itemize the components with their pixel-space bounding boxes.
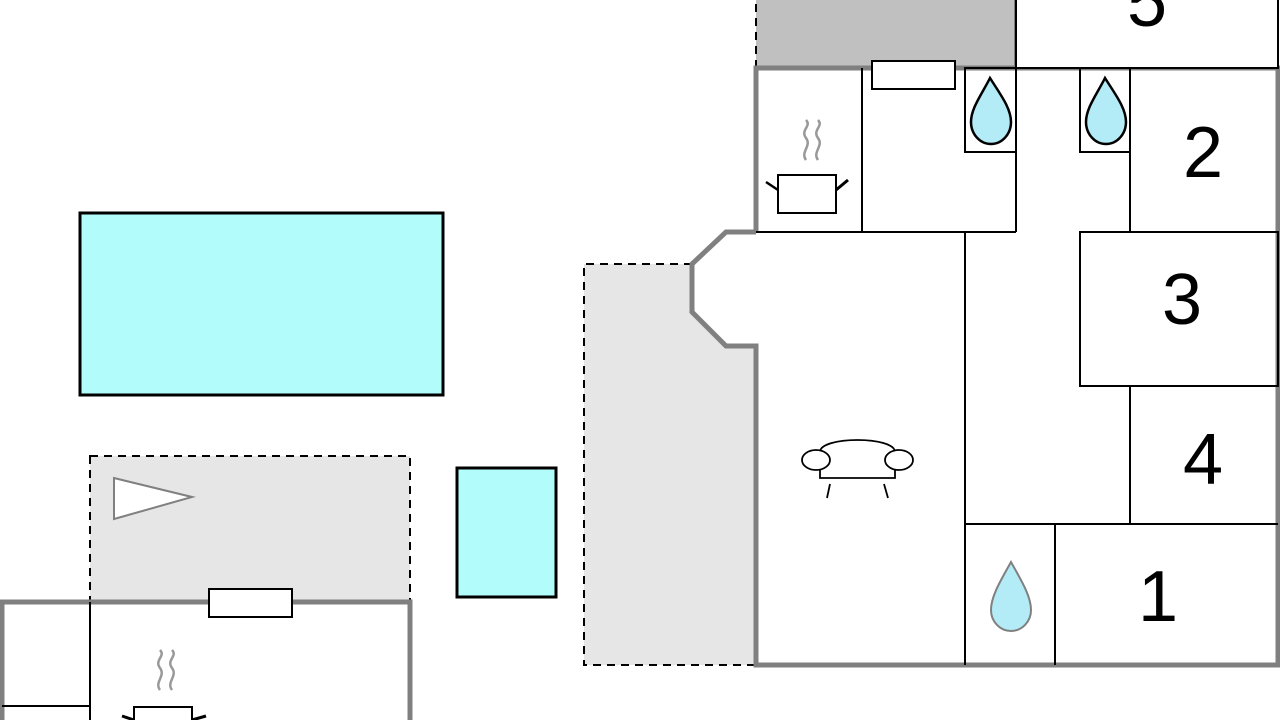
- room-5-label: 5: [1127, 0, 1167, 42]
- room-4-label: 4: [1183, 420, 1223, 500]
- room-1-label: 1: [1138, 557, 1178, 637]
- room-2-label: 2: [1183, 113, 1223, 193]
- room-3-label: 3: [1162, 260, 1202, 340]
- terrace-left: [89, 455, 411, 603]
- terrace-middle: [583, 263, 840, 666]
- parasol-icon: [113, 476, 196, 521]
- carport: [755, 0, 1018, 68]
- annex-building: [0, 588, 413, 720]
- water-drop-icon: [1084, 75, 1128, 146]
- water-drop-icon: [969, 75, 1013, 146]
- water-drop-icon: [989, 559, 1033, 632]
- cooking-pot-icon: [765, 119, 849, 214]
- room-5: 5: [1015, 0, 1279, 69]
- pool-small: [455, 466, 558, 599]
- radiator-icon: [208, 588, 293, 618]
- pool-large: [78, 211, 445, 397]
- radiator-icon: [871, 60, 956, 90]
- cooking-pot-icon: [121, 649, 207, 720]
- interior-walls: [756, 67, 1279, 665]
- sofa-icon: [801, 439, 914, 499]
